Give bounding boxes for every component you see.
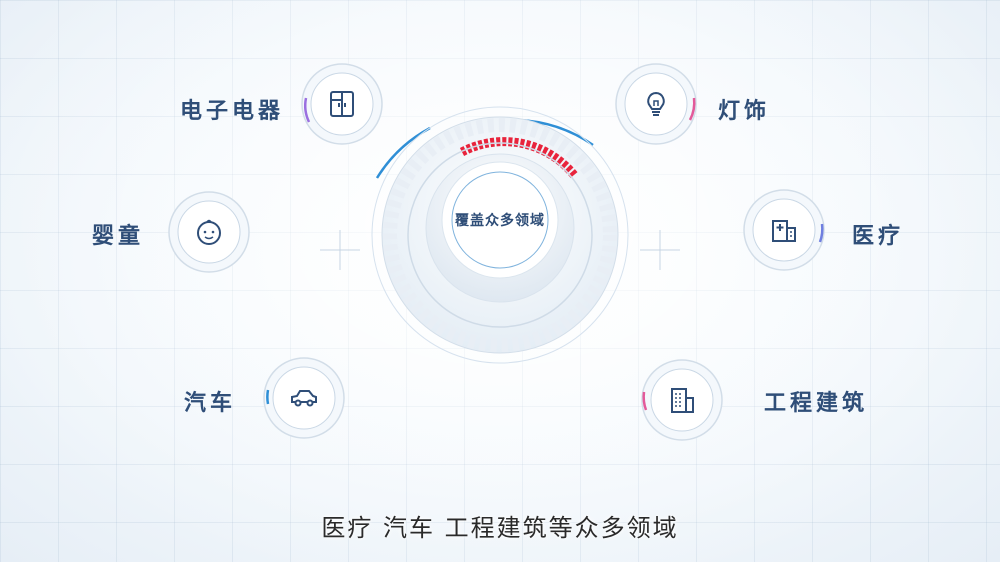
hub-label: 覆盖众多领域 — [455, 213, 545, 229]
domain-label-lighting: 灯饰 — [718, 99, 771, 124]
domain-node-medical[interactable] — [742, 188, 826, 272]
refrigerator-icon — [330, 91, 354, 117]
domain-node-infant[interactable] — [167, 190, 251, 274]
hub-crosshair-right — [640, 230, 680, 270]
domain-node-lighting[interactable] — [614, 62, 698, 146]
hub-crosshair — [320, 230, 360, 270]
hospital-icon — [772, 220, 796, 242]
domain-node-construction[interactable] — [640, 358, 724, 442]
hub-teeth — [383, 118, 617, 352]
car-icon — [291, 390, 317, 407]
node-disc — [641, 359, 723, 441]
baby-face-icon — [197, 219, 221, 245]
node-disc — [615, 63, 697, 145]
subtitle-caption: 医疗 汽车 工程建筑等众多领域 — [321, 514, 679, 542]
node-disc — [743, 189, 825, 271]
hub-inner-ring — [407, 142, 593, 328]
hub-core-accent — [451, 171, 549, 269]
domain-node-automotive[interactable] — [262, 356, 346, 440]
node-disc — [168, 191, 250, 273]
domain-label-infant: 婴童 — [92, 224, 145, 249]
hub-outer-ring — [371, 106, 629, 364]
node-disc — [263, 357, 345, 439]
domain-label-electronics: 电子电器 — [180, 99, 285, 124]
domain-label-medical: 医疗 — [852, 224, 905, 249]
domain-label-construction: 工程建筑 — [764, 391, 869, 416]
domain-node-electronics[interactable] — [300, 62, 384, 146]
building-icon — [671, 388, 694, 413]
lightbulb-icon — [647, 91, 665, 116]
hub-core — [441, 161, 559, 279]
domain-label-automotive: 汽车 — [184, 391, 237, 416]
